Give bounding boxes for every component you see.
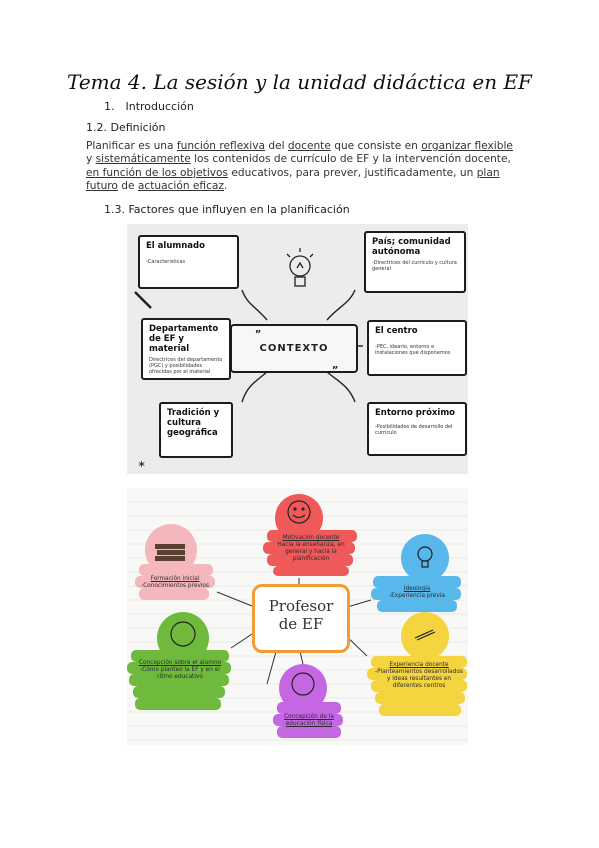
text-run: y: [86, 153, 96, 166]
underlined-term: organizar flexible: [421, 140, 513, 152]
box-title: País; comunidad autónoma: [372, 237, 451, 257]
heading-number: 1.: [104, 100, 115, 113]
diagram-background: [127, 494, 468, 741]
text-run: de: [117, 180, 138, 193]
bubble-text: -Planteamientos desarrollados y ideas re…: [375, 669, 463, 689]
box-title: Tradición y cultura geográfica: [167, 408, 220, 438]
bubble-text: -Cómo planteo la EF y en el ritmo educat…: [140, 667, 220, 680]
box-alumnado: El alumnado -Características: [138, 235, 239, 289]
bubble-title: Formación inicial: [150, 576, 200, 582]
underlined-term: sistemáticamente: [95, 153, 191, 166]
profesor-center-box: Profesor de EF: [252, 584, 350, 653]
bubble-motivacion: Motivación docente Hacia la enseñanza, e…: [267, 535, 355, 563]
box-subtitle: -PEC, ideario, entorno e instalaciones q…: [375, 344, 451, 356]
text-run: los contenidos de currículo de EF y la i…: [190, 153, 511, 166]
box-title: Entorno próximo: [375, 408, 456, 418]
quote-mark: „: [255, 324, 262, 335]
text-run: Planificar es una: [86, 140, 177, 152]
box-title: El alumnado: [146, 241, 205, 251]
text-run: del: [265, 140, 288, 152]
bubble-title: Motivación docente: [282, 535, 340, 541]
box-subtitle: Directrices del departamento (PGC) y pos…: [149, 357, 223, 375]
underlined-term: en función de los objetivos: [86, 166, 229, 179]
bubble-concepcion-alumno: Concepción sobre el alumno -Cómo planteo…: [133, 660, 227, 681]
heading-introduccion: 1. Introducción: [104, 100, 194, 113]
heading-definicion: 1.2. Definición: [86, 121, 166, 134]
underlined-term: docente: [287, 140, 331, 152]
bubble-formacion: Formación inicial -Conocimientos previos: [137, 576, 213, 590]
box-tradicion: Tradición y cultura geográfica: [159, 402, 233, 458]
box-subtitle: -Características: [146, 259, 186, 265]
contexto-label: CONTEXTO: [259, 343, 329, 354]
box-centro: El centro -PEC, ideario, entorno e insta…: [367, 320, 467, 376]
bubble-title: Concepción sobre el alumno: [138, 660, 222, 666]
quote-mark: „: [332, 360, 339, 371]
profesor-diagram-image: Profesor de EF Motivación docente Hacia …: [127, 488, 468, 745]
bubble-title: Ideología: [403, 586, 431, 592]
text-run: .: [223, 180, 228, 193]
center-line1: Profesor: [268, 597, 334, 615]
lightbulb-icon: [283, 246, 317, 296]
box-title: Departamento de EF y material: [149, 324, 219, 354]
bubble-concepcion-ef: Concepción de la educación física: [277, 714, 341, 728]
underlined-term: función reflexiva: [176, 140, 265, 152]
star-doodle-icon: ✶: [137, 458, 147, 471]
box-pais: País; comunidad autónoma -Directrices de…: [364, 231, 466, 293]
bubble-text: -Conocimientos previos: [141, 583, 209, 589]
definition-paragraph: Planificar es una función reflexiva del …: [86, 140, 516, 194]
heading-label: Introducción: [125, 100, 194, 113]
box-departamento: Departamento de EF y material Directrice…: [141, 318, 231, 380]
center-line2: de EF: [278, 615, 324, 633]
bubble-experiencia: Experiencia docente -Planteamientos desa…: [373, 662, 465, 690]
bubble-text: -Experiencia previa: [389, 593, 445, 599]
text-run: que consiste en: [330, 140, 422, 152]
document-title: Tema 4. La sesión y la unidad didáctica …: [67, 70, 532, 94]
underlined-term: plan futuro: [86, 166, 500, 193]
bubble-title: Experiencia docente: [389, 662, 449, 668]
box-entorno: Entorno próximo -Posibilidades de desarr…: [367, 402, 467, 456]
heading-factores: 1.3. Factores que influyen en la planifi…: [104, 203, 350, 216]
context-diagram-image: El alumnado -Características País; comun…: [127, 224, 468, 474]
bubble-title: Concepción de la educación física: [284, 714, 334, 727]
box-title: El centro: [375, 326, 418, 336]
box-subtitle: -Posibilidades de desarrollo del currícu…: [375, 424, 453, 436]
text-run: educativos, para prever, justificadament…: [228, 166, 477, 179]
underlined-term: actuación eficaz: [137, 180, 224, 193]
bubble-text: Hacia la enseñanza, en general y hacia l…: [277, 542, 345, 562]
contexto-box: CONTEXTO: [230, 324, 358, 373]
box-subtitle: -Directrices del currículo y cultura gen…: [372, 260, 457, 272]
bubble-ideologia: Ideología -Experiencia previa: [375, 586, 459, 600]
